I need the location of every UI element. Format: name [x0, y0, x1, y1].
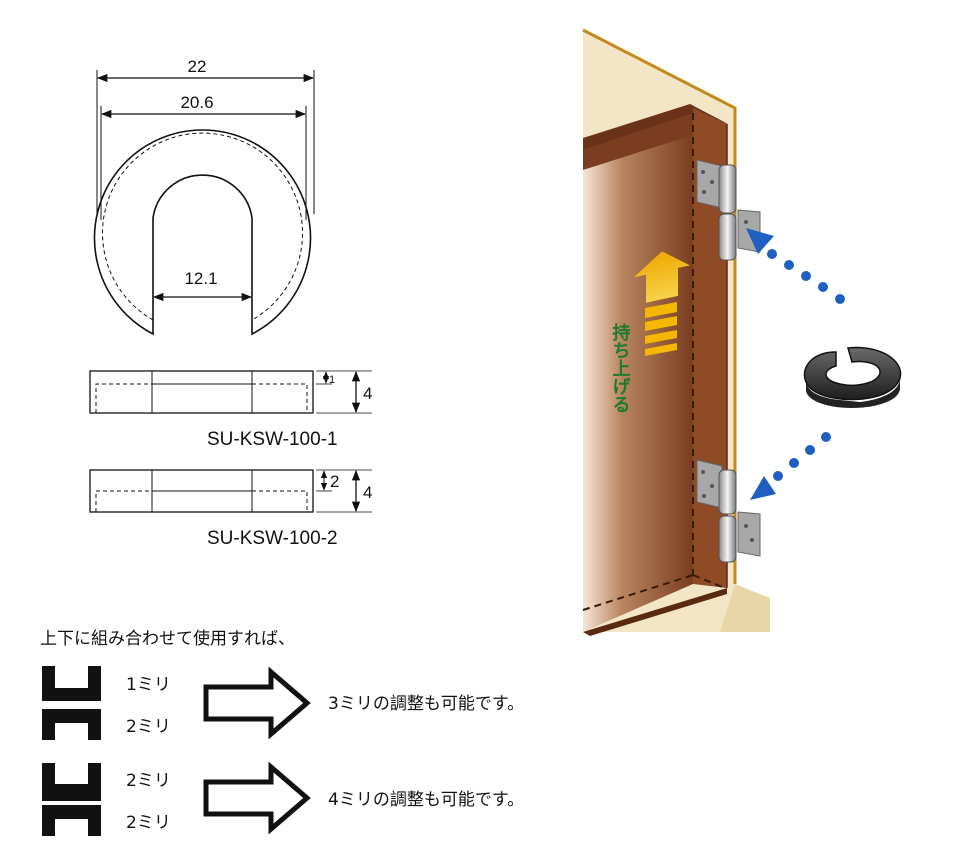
washer-2mm-icon [42, 709, 101, 740]
lift-arrow-icon [634, 251, 690, 356]
washer-2mm-icon [42, 763, 101, 801]
blue-dotted-arrow-lower [750, 432, 831, 500]
door-panel [583, 108, 693, 632]
combo-1mm-2mm: 1ミリ 2ミリ 3ミリの調整も可能です。 [42, 666, 524, 740]
washer-2mm-icon [42, 805, 101, 836]
side-view-2mm: 2 4 SU-KSW-100-2 [89, 469, 372, 549]
upper-hinge [696, 159, 761, 261]
lift-label: 持ち上げる [610, 322, 631, 413]
blue-dotted-arrow-upper [746, 228, 845, 304]
inner-dimension-label: 20.6 [180, 93, 213, 112]
model-label-2: SU-KSW-100-2 [207, 528, 338, 549]
washer-1mm-icon [42, 666, 101, 701]
outer-dimension-label: 22 [188, 57, 207, 76]
combo1-top-label: 1ミリ [126, 675, 171, 695]
slot-dimension-label: 12.1 [184, 269, 217, 288]
combo2-bottom-label: 2ミリ [126, 813, 171, 833]
combo1-result-text: 3ミリの調整も可能です。 [328, 694, 524, 714]
washer-3d-icon [803, 346, 902, 408]
combo2-result-text: 4ミリの調整も可能です。 [328, 790, 524, 810]
outline-arrow-icon [203, 761, 311, 835]
thickness-label-1: 1 [329, 374, 335, 386]
model-label-1: SU-KSW-100-1 [207, 429, 338, 450]
side-view-1mm: 1 4 SU-KSW-100-1 [89, 370, 372, 450]
thickness-label-2: 2 [330, 472, 339, 491]
combo-intro-text: 上下に組み合わせて使用すれば、 [40, 628, 295, 649]
height-label-2: 4 [363, 483, 372, 502]
combo2-top-label: 2ミリ [126, 771, 171, 791]
height-label-1: 4 [363, 384, 372, 403]
washer-top-view: 22 20.6 12.1 [93, 57, 315, 336]
combo1-bottom-label: 2ミリ [126, 717, 171, 737]
lower-hinge [696, 459, 761, 563]
combo-2mm-2mm: 2ミリ 2ミリ 4ミリの調整も可能です。 [42, 761, 524, 836]
door-illustration: 持ち上げる [582, 28, 902, 636]
outline-arrow-icon [203, 666, 311, 740]
